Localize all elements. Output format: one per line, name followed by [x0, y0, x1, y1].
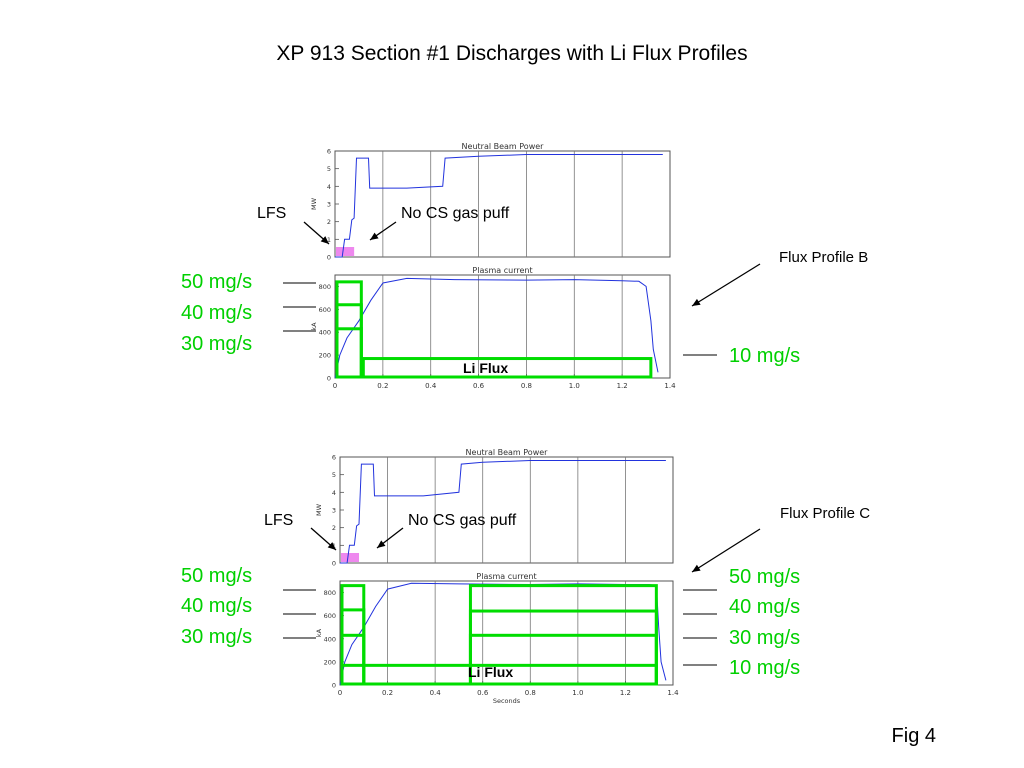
y-tick-label: 0 — [327, 375, 331, 383]
gas-puff-label: No CS gas puff — [408, 512, 517, 529]
y-tick-label: 400 — [319, 329, 331, 337]
chart-title: Plasma current — [472, 266, 532, 275]
left-rate-label: 40 mg/s — [181, 595, 253, 617]
x-tick-label: 0.4 — [430, 689, 442, 697]
flux-profile-arrow-head — [692, 564, 701, 572]
x-tick-label: 0.6 — [473, 382, 485, 390]
y-axis-label: kA — [310, 322, 318, 331]
flux-profile-arrow — [691, 263, 761, 307]
y-tick-label: 600 — [324, 612, 336, 620]
y-tick-label: 400 — [324, 635, 336, 643]
gas-puff-arrow-head — [370, 232, 379, 240]
series-line — [335, 154, 663, 258]
x-tick-label: 0.4 — [425, 382, 437, 390]
y-tick-label: 800 — [324, 589, 336, 597]
chart-title: Plasma current — [476, 572, 536, 581]
lfs-arrow-head — [327, 542, 336, 550]
y-tick-label: 600 — [319, 306, 331, 314]
left-rate-label: 30 mg/s — [181, 333, 253, 355]
left-rate-label: 50 mg/s — [181, 271, 253, 293]
x-axis-label: Seconds — [493, 697, 521, 705]
gas-puff-label: No CS gas puff — [401, 205, 510, 222]
y-tick-label: 4 — [332, 489, 336, 497]
y-tick-label: 4 — [327, 183, 331, 191]
flux-profile-label: Flux Profile B — [779, 249, 869, 266]
y-tick-label: 0 — [332, 682, 336, 690]
lfs-label: LFS — [264, 512, 294, 529]
right-rate-label: 10 mg/s — [729, 345, 801, 367]
plot-frame — [334, 150, 671, 258]
plot-frame — [339, 580, 674, 686]
y-tick-label: 1 — [327, 236, 331, 244]
x-tick-label: 0 — [333, 382, 337, 390]
series-line — [340, 460, 666, 564]
y-tick-label: 200 — [324, 658, 336, 666]
right-rate-label: 10 mg/s — [729, 657, 801, 679]
slide-title: XP 913 Section #1 Discharges with Li Flu… — [276, 42, 748, 65]
right-rate-label: 30 mg/s — [729, 627, 801, 649]
y-tick-label: 5 — [332, 471, 336, 479]
x-tick-label: 1.2 — [620, 689, 631, 697]
y-tick-label: 0 — [332, 560, 336, 568]
y-tick-label: 3 — [332, 507, 336, 515]
left-rate-label: 50 mg/s — [181, 565, 253, 587]
x-tick-label: 1.4 — [667, 689, 679, 697]
flux-profile-arrow-head — [692, 298, 701, 306]
li-flux-box — [361, 357, 653, 379]
y-tick-label: 2 — [327, 218, 331, 226]
li-flux-box — [335, 327, 363, 379]
right-rate-label: 40 mg/s — [729, 596, 801, 618]
y-tick-label: 200 — [319, 352, 331, 360]
y-tick-label: 800 — [319, 283, 331, 291]
y-tick-label: 6 — [332, 454, 336, 462]
y-tick-label: 0 — [327, 254, 331, 262]
y-tick-label: 3 — [327, 201, 331, 209]
x-tick-label: 0.2 — [377, 382, 388, 390]
flux-profile-arrow — [691, 528, 761, 573]
lfs-arrow-head — [320, 236, 329, 244]
x-tick-label: 1.4 — [664, 382, 676, 390]
y-axis-label: kA — [315, 628, 323, 637]
y-tick-label: 5 — [327, 165, 331, 173]
left-rate-label: 30 mg/s — [181, 626, 253, 648]
left-rate-label: 40 mg/s — [181, 302, 253, 324]
li-flux-label: Li Flux — [463, 360, 509, 376]
gas-puff-arrow-head — [377, 540, 386, 548]
highlight-marker — [336, 247, 355, 256]
flux-profile-label: Flux Profile C — [780, 505, 871, 522]
y-axis-label: MW — [315, 503, 323, 516]
plot-frame — [339, 456, 674, 564]
right-rate-label: 50 mg/s — [729, 566, 801, 588]
chart-title: Neutral Beam Power — [466, 448, 549, 457]
highlight-marker — [341, 553, 360, 562]
y-tick-label: 6 — [327, 148, 331, 156]
chart-title: Neutral Beam Power — [462, 142, 545, 151]
y-axis-label: MW — [310, 197, 318, 210]
figure-label: Fig 4 — [891, 725, 936, 747]
x-tick-label: 0.8 — [525, 689, 536, 697]
lfs-label: LFS — [257, 205, 287, 222]
x-tick-label: 0 — [338, 689, 342, 697]
x-tick-label: 0.2 — [382, 689, 393, 697]
x-tick-label: 1.2 — [617, 382, 628, 390]
y-tick-label: 2 — [332, 524, 336, 532]
x-tick-label: 0.8 — [521, 382, 532, 390]
x-tick-label: 1.0 — [569, 382, 580, 390]
li-flux-label: Li Flux — [468, 664, 514, 680]
li-flux-box — [468, 633, 658, 686]
x-tick-label: 1.0 — [572, 689, 583, 697]
plot-frame — [334, 274, 671, 379]
x-tick-label: 0.6 — [477, 689, 489, 697]
